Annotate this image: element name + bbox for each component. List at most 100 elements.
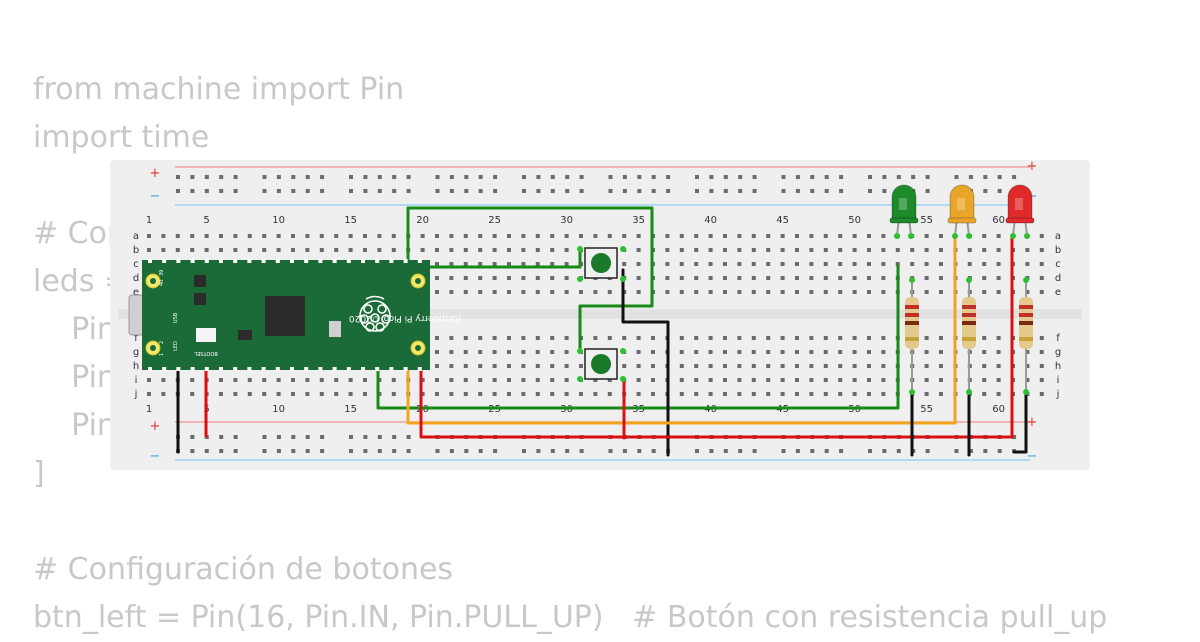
rail-hole xyxy=(666,189,671,193)
row-letter: b xyxy=(1055,245,1061,256)
rail-hole xyxy=(320,175,325,179)
breadboard-hole xyxy=(463,378,468,382)
breadboard-hole xyxy=(766,262,771,266)
breadboard-hole xyxy=(737,234,742,238)
breadboard-hole xyxy=(463,276,468,280)
row-letter: j xyxy=(1056,389,1060,400)
breadboard-hole xyxy=(449,364,454,368)
rail-plus-mark: + xyxy=(1027,415,1038,430)
pico-pin xyxy=(318,367,323,371)
breadboard-hole xyxy=(795,276,799,280)
breadboard-hole xyxy=(852,336,857,340)
breadboard-hole xyxy=(766,276,771,280)
breadboard-hole xyxy=(694,364,699,368)
rail-hole xyxy=(579,189,584,193)
breadboard-hole xyxy=(881,336,886,340)
rail-hole xyxy=(997,449,1002,453)
rail-hole xyxy=(622,175,627,179)
bootsel-label: BOOTSEL xyxy=(194,350,218,356)
rail-hole xyxy=(723,189,728,193)
breadboard-hole xyxy=(391,378,396,382)
breadboard-hole xyxy=(723,392,727,396)
pico-pin xyxy=(247,367,252,371)
breadboard-hole xyxy=(708,364,713,368)
breadboard-hole xyxy=(535,350,540,354)
breadboard-hole xyxy=(838,248,843,252)
breadboard-hole xyxy=(507,336,511,340)
column-number-top: 15 xyxy=(344,215,357,226)
rail-hole xyxy=(637,189,642,193)
rail-hole xyxy=(522,189,526,193)
breadboard-hole xyxy=(924,378,929,382)
breadboard-hole xyxy=(507,248,511,252)
breadboard-hole xyxy=(190,392,195,396)
breadboard-hole xyxy=(780,364,785,368)
breadboard-hole xyxy=(982,276,987,280)
rail-hole xyxy=(579,175,584,179)
rail-hole xyxy=(478,189,483,193)
breadboard-hole xyxy=(766,336,771,340)
breadboard-hole xyxy=(550,378,555,382)
wire-green-led xyxy=(376,264,900,410)
pico-pin xyxy=(389,367,394,371)
breadboard-hole xyxy=(233,378,238,382)
push-button-bottom xyxy=(577,348,626,382)
rail-hole xyxy=(449,189,454,193)
breadboard-hole xyxy=(579,290,583,294)
rail-hole xyxy=(550,189,555,193)
breadboard-hole xyxy=(881,378,886,382)
rail-hole xyxy=(363,189,368,193)
rail-hole xyxy=(882,175,887,179)
breadboard-hole xyxy=(723,276,727,280)
pico-pin xyxy=(176,367,181,371)
breadboard-hole xyxy=(435,234,439,238)
breadboard-hole xyxy=(939,364,943,368)
breadboard-hole xyxy=(564,276,569,280)
breadboard-hole xyxy=(982,248,987,252)
breadboard-hole xyxy=(521,248,526,252)
led-yellow xyxy=(947,184,977,239)
pico-pin xyxy=(417,259,422,263)
breadboard-hole xyxy=(967,248,972,252)
breadboard-hole xyxy=(708,378,713,382)
breadboard-hole xyxy=(535,336,540,340)
rail-hole xyxy=(550,449,555,453)
breadboard-hole xyxy=(679,350,684,354)
breadboard-hole xyxy=(737,276,742,280)
breadboard-hole xyxy=(478,290,483,294)
breadboard-hole xyxy=(982,378,987,382)
pico-pin xyxy=(332,367,337,371)
breadboard-hole xyxy=(435,262,439,266)
breadboard-hole xyxy=(737,336,742,340)
breadboard-hole xyxy=(708,262,713,266)
pico-pin xyxy=(176,259,181,263)
breadboard-hole xyxy=(564,392,569,396)
breadboard-hole xyxy=(780,336,785,340)
rail-hole xyxy=(983,189,988,193)
bootsel-button xyxy=(196,328,216,342)
rail-hole xyxy=(824,189,829,193)
breadboard-hole xyxy=(939,234,943,238)
breadboard-hole xyxy=(593,336,598,340)
pico-pin xyxy=(148,367,152,371)
breadboard-hole xyxy=(708,290,713,294)
breadboard-hole xyxy=(679,290,684,294)
breadboard-hole xyxy=(550,276,555,280)
breadboard-hole xyxy=(449,336,454,340)
breadboard-hole xyxy=(334,378,339,382)
breadboard-hole xyxy=(535,262,540,266)
breadboard-hole xyxy=(391,234,396,238)
push-button-top xyxy=(577,246,626,282)
breadboard-hole xyxy=(737,248,742,252)
breadboard-hole xyxy=(507,290,511,294)
rail-hole xyxy=(752,175,757,179)
breadboard-hole xyxy=(809,290,814,294)
pico-pin xyxy=(290,259,294,263)
wire-orange-led xyxy=(406,236,957,425)
breadboard-hole xyxy=(276,378,281,382)
breadboard-hole xyxy=(651,350,655,354)
breadboard-hole xyxy=(636,364,641,368)
breadboard-hole xyxy=(607,234,612,238)
breadboard-hole xyxy=(996,234,1001,238)
breadboard-hole xyxy=(593,234,598,238)
